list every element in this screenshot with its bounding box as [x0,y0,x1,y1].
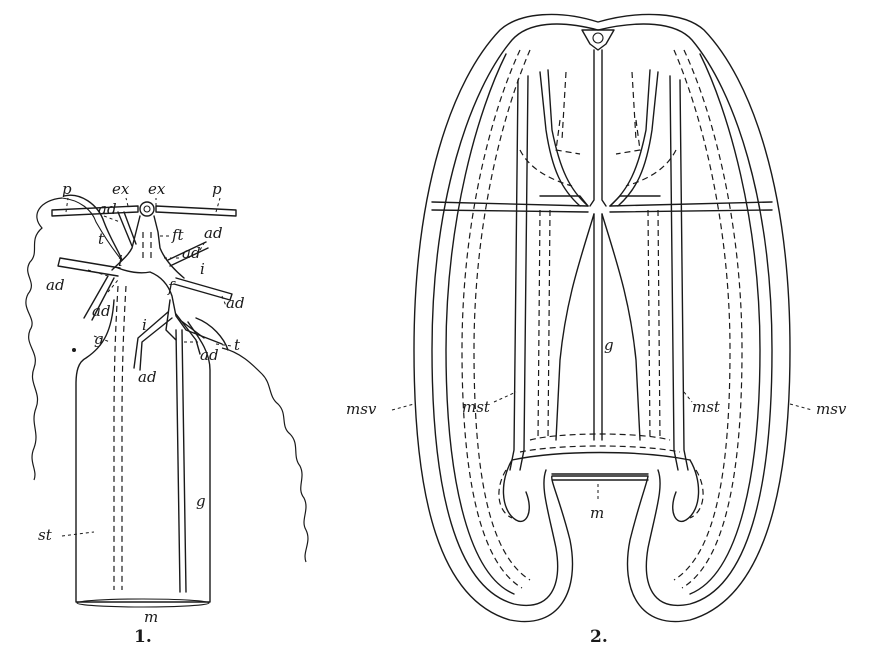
gastric-canal-right [176,330,186,592]
figure-2-number: 2. [590,627,608,647]
label-ad-1: ad [98,200,117,218]
label-ad-6: ad [92,302,111,320]
label-i-3: i [142,316,147,334]
label-ad-8: ad [138,368,157,386]
stomach-vessel-right [670,76,688,470]
label-ad-2: ad [182,244,201,262]
label-ft: ft [171,226,185,244]
label-f: f [167,278,176,296]
gastric-canal-left [114,286,126,590]
meridional-vessel-right [690,54,760,594]
polar-plate-right [156,206,236,216]
right-tentacle-fringe [222,348,308,562]
label-msv-right: msv [816,400,847,418]
label-t-left: t [98,230,105,248]
label-t-right: t [234,336,241,354]
label-ad-4: ad [46,276,65,294]
left-tentacle-fringe [26,198,62,480]
label-p-right: p [212,180,222,198]
label-m-fig2: m [590,504,604,522]
label-msv-left: msv [346,400,377,418]
figure-2: msv mst g mst msv m 2. [346,14,847,647]
label-st: st [38,526,53,544]
meridional-vessel-left [446,54,514,594]
statocyst-2 [593,33,603,43]
infundibular-canal [590,50,606,206]
mouth-2 [552,474,648,480]
label-ad-7: ad [200,346,219,364]
figure-1: p ex ex p ft ad ad t ad i i ad f ad ad i… [26,180,308,647]
label-g-2: g [196,492,206,510]
lower-branch-left [134,312,172,370]
interradial-canal-right [174,278,232,300]
label-i-2: i [200,260,205,278]
interradial-canal-left [58,258,120,276]
label-m: m [144,608,158,626]
label-g-fig2: g [604,336,614,354]
transverse-canal [432,202,772,212]
label-mst-left: mst [462,398,491,416]
label-ad-3: ad [204,224,223,242]
gastric-canal-center [594,214,602,440]
figure-1-number: 1. [134,627,152,647]
label-g-1: g [94,330,104,348]
label-mst-right: mst [692,398,721,416]
label-p-left: p [62,180,72,198]
statocyst [140,202,154,216]
label-ad-5: ad [226,294,245,312]
central-stomach [556,214,640,440]
label-ex-left: ex [112,180,130,198]
mouth [77,599,209,607]
label-ex-right: ex [148,180,166,198]
label-i-1: i [118,252,123,270]
stomach-vessel-left [510,76,528,470]
